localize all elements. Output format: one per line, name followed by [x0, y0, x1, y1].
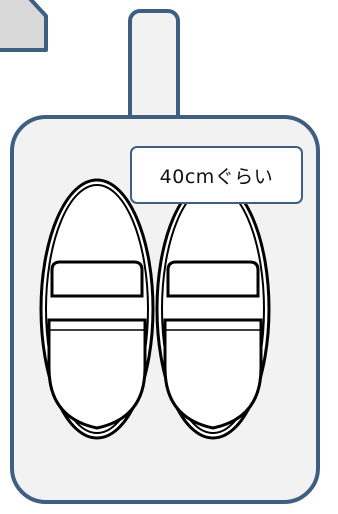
corner-shape	[0, 0, 46, 50]
size-label: 40cmぐらい	[131, 147, 302, 203]
shoe-right-icon	[157, 180, 269, 438]
shoe-left-icon	[41, 180, 153, 438]
